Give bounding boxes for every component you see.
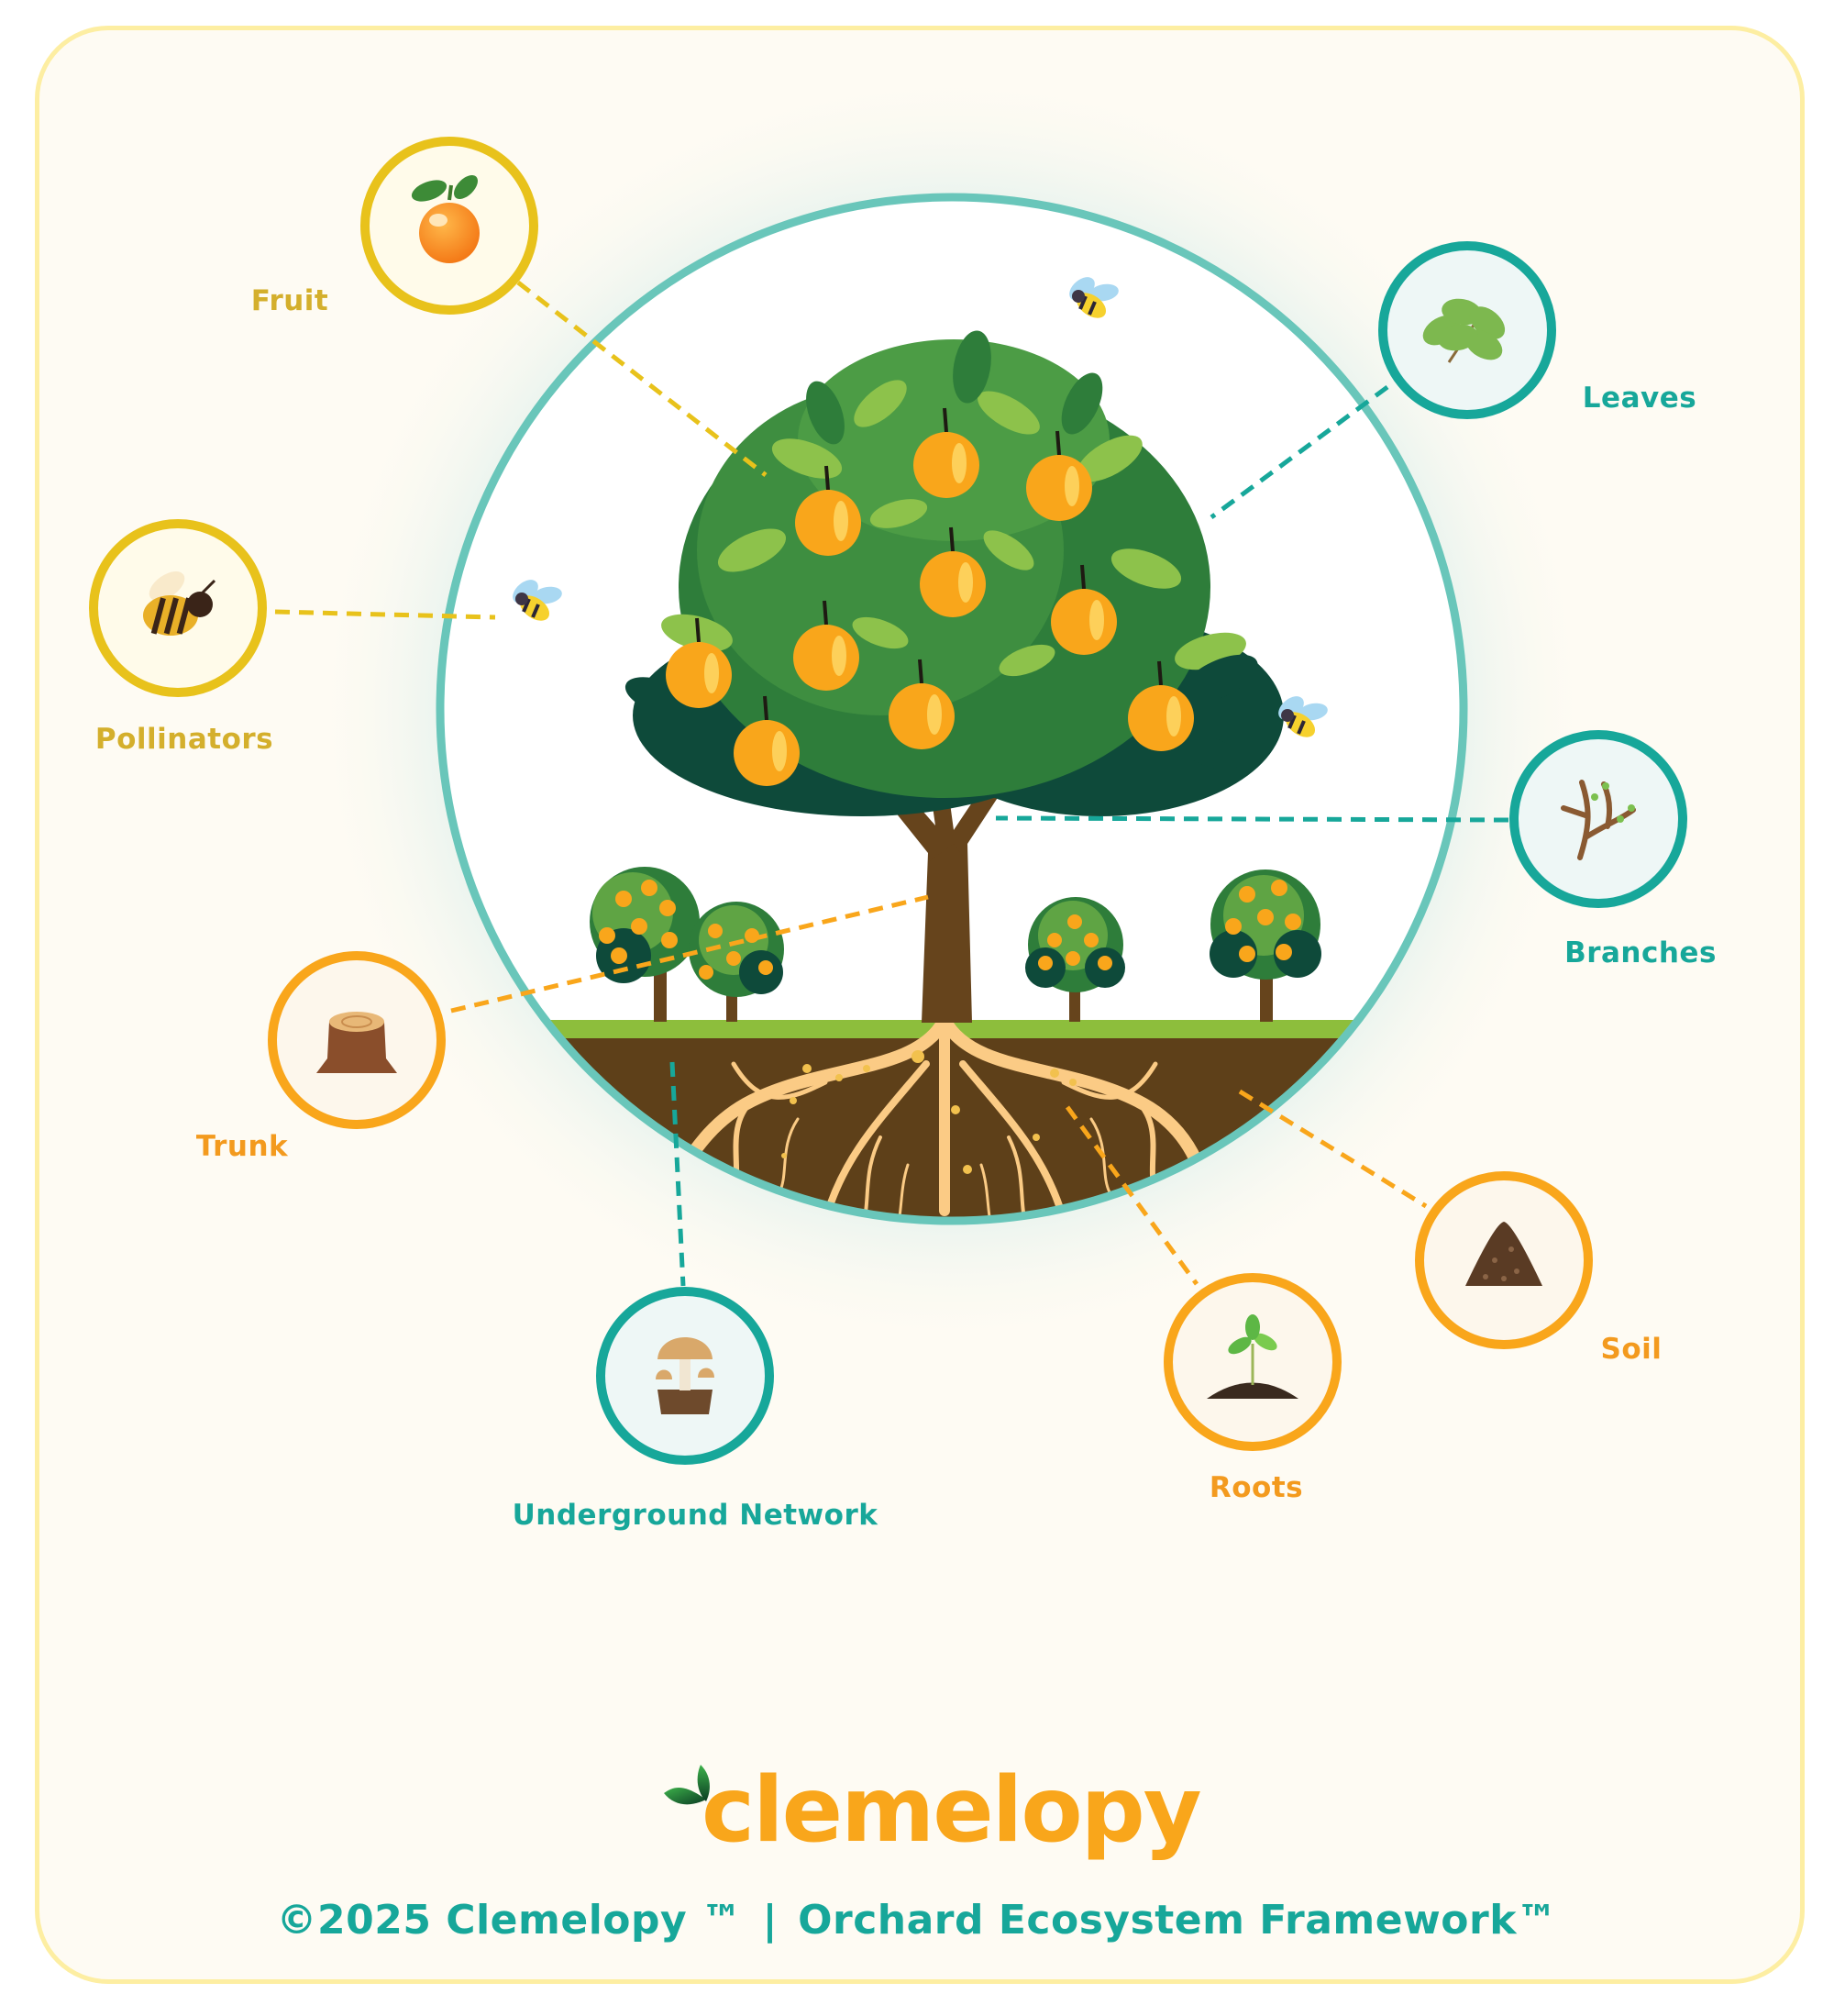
orange-fruit (793, 600, 859, 691)
orange-fruit (734, 695, 800, 786)
connector-lines (274, 281, 1509, 1287)
main-orange-tree (624, 330, 1284, 1023)
node-trunk[interactable] (268, 951, 446, 1129)
node-pollinators[interactable] (89, 519, 267, 697)
leaves-connector (1210, 384, 1389, 520)
node-fruit[interactable] (360, 137, 538, 315)
roots-connector (1065, 1105, 1199, 1286)
flying-bees (513, 277, 1328, 737)
fruit-connector (516, 281, 768, 477)
trunk-label: Trunk (195, 1130, 289, 1163)
component-nodes (89, 137, 1687, 1465)
small-tree (1025, 897, 1125, 1022)
node-soil[interactable] (1415, 1171, 1593, 1349)
soil-connector (1238, 1089, 1428, 1209)
bee-icon (1069, 277, 1119, 318)
pollinators-connector (274, 609, 496, 620)
soil-nutrient-dots (781, 1050, 1077, 1174)
bee-icon (143, 571, 216, 636)
footer-copyright: ©2025 Clemelopy ™ (276, 1897, 743, 1944)
tree-stump-icon (316, 1012, 397, 1073)
footer-credits: ©2025 Clemelopy ™ | Orchard Ecosystem Fram… (0, 1897, 1834, 1944)
orange-fruit (913, 407, 979, 498)
orange-fruits (666, 407, 1194, 786)
sprout-roots-icon (1207, 1314, 1298, 1399)
bee-icon (1278, 696, 1328, 737)
small-tree (590, 867, 700, 1022)
branches-label: Branches (1564, 936, 1717, 969)
soil-label: Soil (1600, 1333, 1663, 1366)
background-orange-trees (590, 867, 1321, 1022)
branches-ring (1509, 730, 1687, 908)
small-tree (1210, 870, 1321, 1022)
soil-pile-icon (1465, 1222, 1542, 1286)
branches-connector (995, 815, 1509, 823)
logo-leaf-icon (664, 1765, 710, 1805)
orange-fruit-icon (411, 175, 480, 263)
orange-fruit (920, 526, 986, 617)
orange-fruit (1026, 430, 1092, 521)
central-ring (436, 193, 1468, 1225)
orange-fruit (795, 465, 861, 556)
node-roots[interactable] (1164, 1273, 1342, 1451)
roots-label: Roots (1209, 1471, 1304, 1504)
leaf-sprig-icon (1422, 298, 1506, 363)
trunk-connector (450, 894, 929, 1014)
mushroom-icon (656, 1337, 714, 1414)
orange-fruit (1051, 564, 1117, 655)
orange-fruit (1128, 660, 1194, 751)
leaves-label: Leaves (1582, 382, 1697, 415)
branch-icon (1561, 780, 1636, 860)
footer-product-name: Orchard Ecosystem Framework™ (798, 1897, 1558, 1944)
node-underground[interactable] (596, 1287, 774, 1465)
pollinators-label: Pollinators (94, 723, 274, 756)
underground-label: Underground Network (512, 1499, 878, 1532)
footer-separator: | (762, 1897, 779, 1944)
orange-fruit (666, 617, 732, 708)
node-branches[interactable] (1509, 730, 1687, 908)
brand-logo: clemelopy (702, 1758, 1202, 1863)
bee-icon (513, 580, 562, 621)
underground-connector (669, 1061, 686, 1287)
fruit-label: Fruit (250, 284, 329, 317)
node-leaves[interactable] (1378, 241, 1556, 419)
orange-fruit (889, 659, 955, 749)
